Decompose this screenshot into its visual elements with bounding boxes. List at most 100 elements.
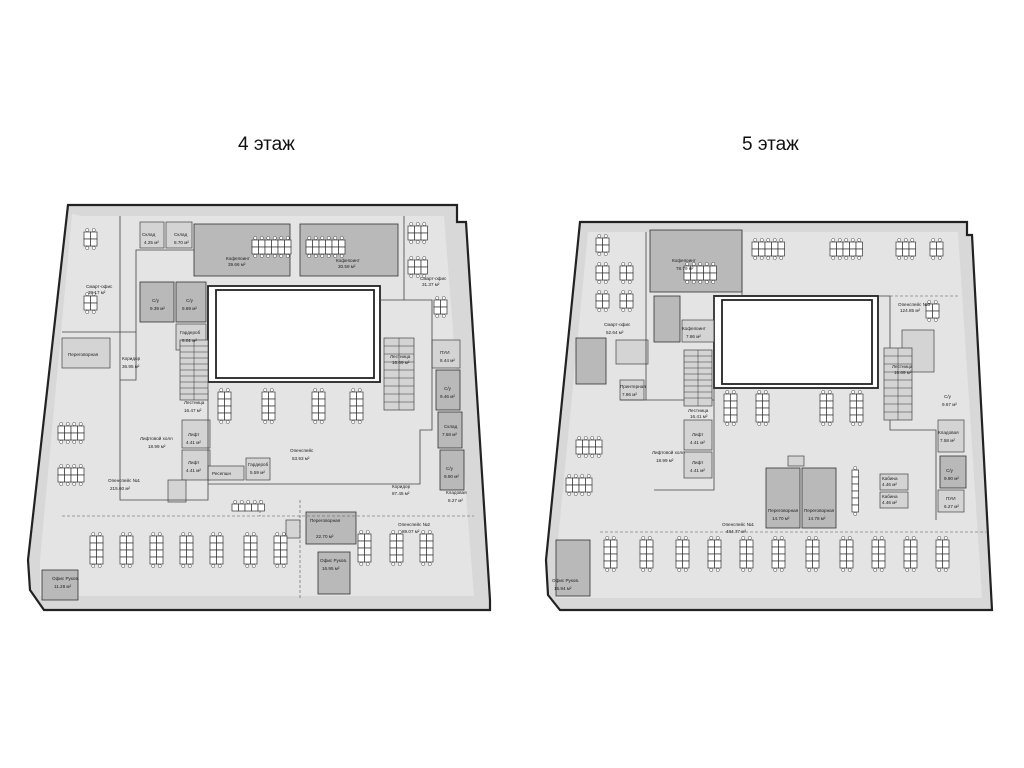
chair	[905, 568, 910, 572]
desk	[311, 391, 319, 400]
desk	[714, 546, 722, 555]
desk	[602, 300, 610, 309]
desk	[932, 303, 940, 312]
desk	[277, 246, 285, 255]
desk	[156, 549, 164, 558]
desk	[829, 248, 837, 257]
room-area: 16.47 м²	[184, 408, 202, 413]
room-name: ПУИ	[440, 350, 450, 355]
desk	[433, 299, 441, 308]
desk	[414, 232, 422, 241]
room-name: Лифт	[188, 432, 200, 437]
desk	[856, 400, 864, 409]
chair	[121, 532, 126, 536]
chair	[903, 238, 908, 242]
desk	[826, 407, 834, 416]
desk	[419, 554, 427, 563]
chair	[850, 238, 855, 242]
desk	[619, 265, 627, 274]
desk	[755, 407, 763, 416]
chair	[897, 256, 902, 260]
desk	[871, 553, 879, 562]
room-name: Опенспейс №1	[722, 521, 755, 527]
chair	[272, 236, 277, 240]
desk	[89, 542, 97, 551]
chair	[691, 262, 696, 266]
desk	[595, 293, 603, 302]
desk	[284, 239, 292, 248]
chair	[339, 254, 344, 258]
chair	[931, 238, 936, 242]
chair	[813, 536, 818, 540]
desk	[364, 540, 372, 549]
desk	[268, 398, 276, 407]
room-name: Лифт	[692, 432, 704, 437]
chair	[357, 420, 362, 424]
desk	[595, 300, 603, 309]
chair	[685, 262, 690, 266]
desk	[849, 407, 857, 416]
chair	[753, 238, 758, 242]
desk	[273, 549, 281, 558]
room-name: Гардероб	[248, 462, 269, 467]
desk	[849, 248, 857, 257]
room-name: Переговорная	[310, 518, 341, 523]
floor-4-plan	[26, 203, 492, 612]
desk	[805, 539, 813, 548]
desk	[929, 241, 937, 250]
room-name: Склад	[142, 232, 156, 237]
desk	[871, 539, 879, 548]
chair	[779, 568, 784, 572]
chair	[85, 246, 90, 250]
room-name: Переговорная	[768, 508, 799, 513]
desk	[414, 266, 422, 275]
desk	[419, 547, 427, 556]
chair	[313, 388, 318, 392]
desk	[839, 546, 847, 555]
desk	[856, 393, 864, 402]
desk	[356, 391, 364, 400]
desk	[575, 446, 583, 455]
desk	[871, 546, 879, 555]
room-name: Смарт-офис	[86, 284, 113, 289]
chair	[779, 238, 784, 242]
desk	[96, 542, 104, 551]
desk	[258, 246, 266, 255]
room-area: 39.66 м²	[228, 262, 246, 267]
chair	[597, 262, 602, 266]
desk	[819, 400, 827, 409]
desk	[895, 241, 903, 250]
desk	[156, 535, 164, 544]
chair	[409, 274, 414, 278]
chair	[319, 420, 324, 424]
desk	[90, 231, 98, 240]
desk	[338, 246, 346, 255]
desk	[261, 398, 269, 407]
chair	[281, 564, 286, 568]
desk	[250, 556, 258, 565]
floor-4-title: 4 этаж	[238, 134, 295, 155]
desk	[96, 549, 104, 558]
desk	[83, 238, 91, 247]
chair	[621, 280, 626, 284]
desk	[119, 542, 127, 551]
desk	[357, 554, 365, 563]
room-area: 53.93 м²	[292, 456, 310, 461]
desk	[777, 241, 785, 250]
desk	[280, 535, 288, 544]
desk	[216, 549, 224, 558]
desk	[903, 553, 911, 562]
room-area: 8.27 м²	[448, 498, 463, 503]
floor-4-stairs-right	[383, 337, 415, 411]
chair	[857, 390, 862, 394]
desk	[179, 556, 187, 565]
floor-5-stairs-right	[883, 347, 913, 421]
chair	[586, 474, 591, 478]
chair	[627, 290, 632, 294]
room-area: 87.45 м²	[392, 491, 410, 496]
chair	[725, 422, 730, 426]
desk	[57, 474, 65, 483]
desk	[280, 556, 288, 565]
desk	[936, 248, 944, 257]
desk	[819, 407, 827, 416]
